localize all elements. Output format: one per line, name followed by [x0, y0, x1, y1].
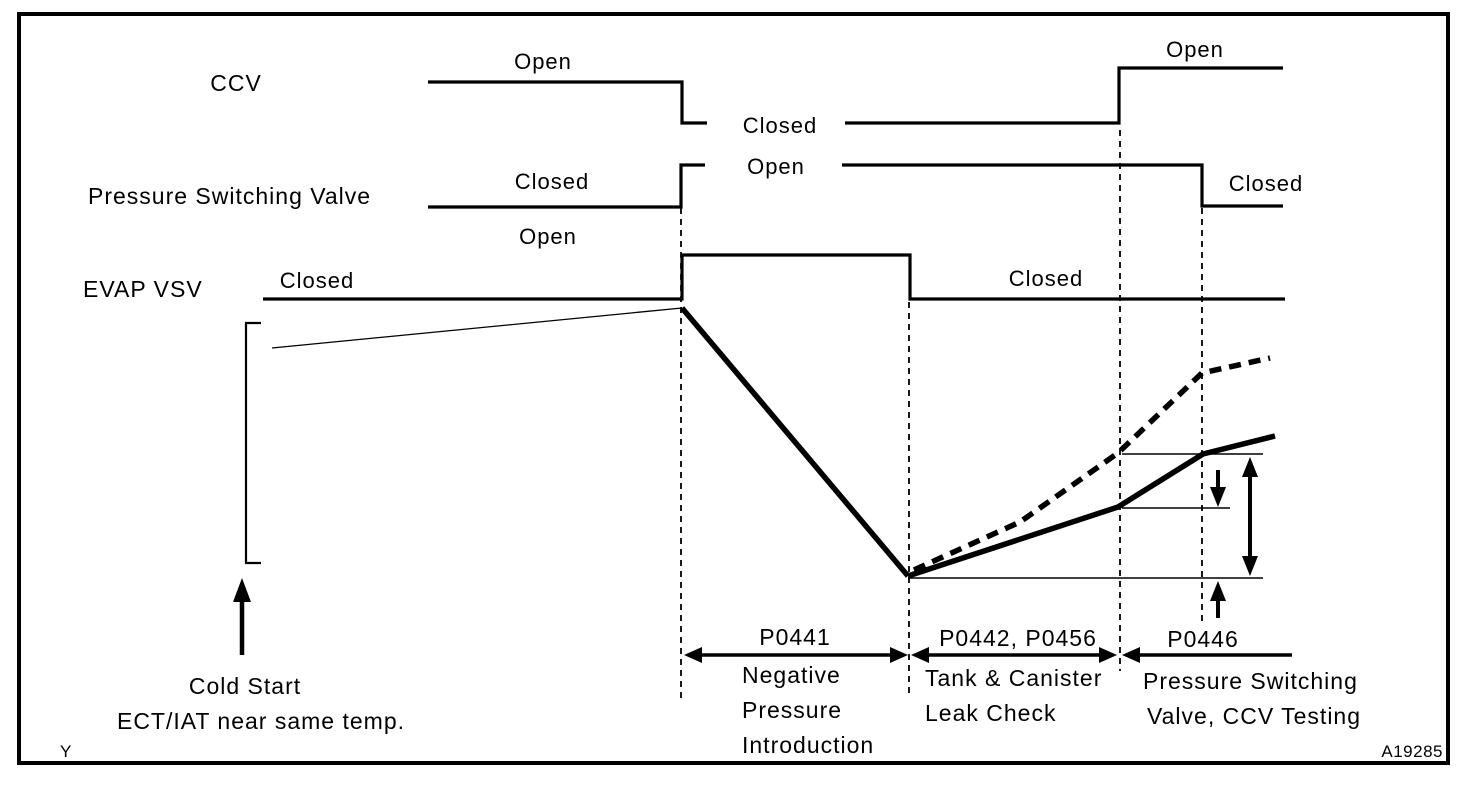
psv-signal-line — [428, 163, 1283, 209]
phase-code-p0441: P0441 — [759, 624, 831, 650]
arrowhead-up-icon — [1242, 457, 1258, 477]
psv-open-label: Open — [747, 154, 805, 179]
phase-p0446-line2: Valve, CCV Testing — [1147, 703, 1361, 729]
arrowhead-down-icon — [1242, 556, 1258, 576]
evap-closed-left-label: Closed — [280, 268, 354, 293]
pressure-trace-solid — [907, 433, 1276, 579]
phase-p0446-line1: Pressure Switching — [1143, 668, 1358, 694]
corner-mark: Y — [60, 742, 72, 761]
psv-row-label: Pressure Switching Valve — [88, 183, 371, 209]
phase-p0441-line3: Introduction — [742, 732, 874, 758]
arrowhead-right-icon — [890, 647, 908, 663]
ccv-row-label: CCV — [210, 70, 262, 96]
pressure-warmup-thin-line — [271, 307, 683, 349]
psv-closed-left-label: Closed — [515, 169, 589, 194]
ect-iat-label: ECT/IAT near same temp. — [117, 708, 405, 734]
arrowhead-up-icon — [233, 578, 251, 602]
arrowhead-down-icon — [1210, 487, 1226, 507]
arrowhead-up-icon — [1210, 581, 1226, 601]
phase-p0442-line1: Tank & Canister — [925, 665, 1102, 691]
evap-closed-right-label: Closed — [1009, 266, 1083, 291]
phase-p0441-line1: Negative — [742, 662, 841, 688]
phase-p0441-line2: Pressure — [742, 697, 842, 723]
evap-open-label: Open — [519, 224, 577, 249]
negative-pressure-drop-line — [679, 306, 911, 578]
arrowhead-left-icon — [684, 647, 702, 663]
diagram-border — [17, 12, 1450, 765]
ccv-open-left-label: Open — [514, 49, 572, 74]
phase-code-p0446: P0446 — [1167, 626, 1239, 652]
pressure-range-bracket — [244, 321, 261, 565]
arrowhead-left-icon — [1122, 647, 1140, 663]
psv-closed-right-label: Closed — [1229, 171, 1303, 196]
evap-vsv-signal-line — [263, 253, 1285, 301]
arrowhead-right-icon — [1099, 647, 1117, 663]
pressure-trace-dashed — [912, 355, 1271, 573]
ccv-open-right-label: Open — [1166, 37, 1224, 62]
cold-start-label: Cold Start — [189, 673, 301, 699]
evap-vsv-row-label: EVAP VSV — [83, 276, 203, 302]
ccv-closed-label: Closed — [743, 113, 817, 138]
arrowhead-left-icon — [911, 647, 929, 663]
phase-p0442-line2: Leak Check — [925, 700, 1056, 726]
figure-code: A19285 — [1381, 742, 1443, 761]
ccv-signal-line — [428, 66, 1283, 125]
phase-code-p0442-p0456: P0442, P0456 — [939, 625, 1097, 651]
